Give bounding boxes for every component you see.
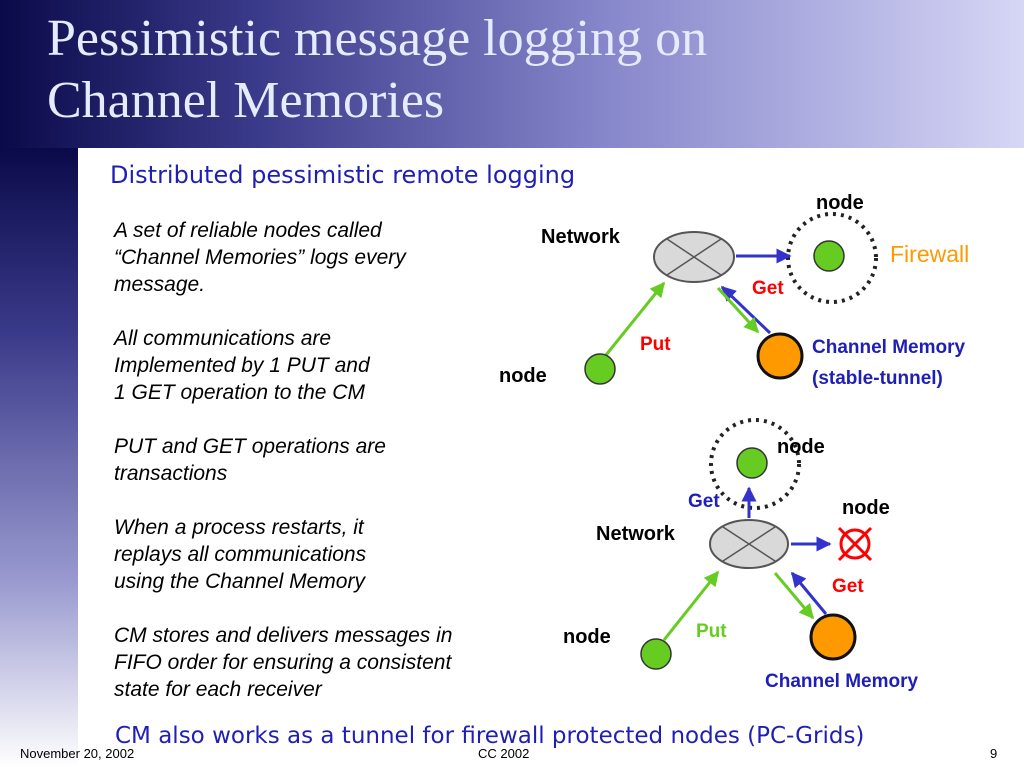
body-line: message. <box>114 273 206 296</box>
network-router-icon <box>653 231 735 283</box>
body-paragraph: CM stores and delivers messages in FIFO o… <box>114 622 554 703</box>
channel-memory-icon <box>756 332 804 380</box>
body-line: When a process restarts, it <box>114 516 364 539</box>
d1-node-top-label: node <box>816 192 864 214</box>
d1-network-label: Network <box>541 226 621 248</box>
node-top-icon <box>813 240 845 272</box>
d1-get-label: Get <box>752 278 784 299</box>
network-router-2-icon <box>709 519 789 569</box>
arrow-network-to-cm2 <box>773 572 815 620</box>
body-text: A set of reliable nodes called “Channel M… <box>114 217 554 730</box>
d2-node-failed-label: node <box>842 497 890 519</box>
d2-cm-label: Channel Memory <box>765 671 919 692</box>
body-line: Implemented by 1 PUT and <box>114 354 370 377</box>
arrow-cm-to-network <box>720 285 772 335</box>
footer-date: November 20, 2002 <box>20 746 135 761</box>
arrow-node-to-network <box>604 281 666 356</box>
d2-network-label: Network <box>596 523 676 545</box>
body-line: FIFO order for ensuring a consistent <box>114 651 452 674</box>
failed-node-icon <box>837 526 873 562</box>
title-line-2: Channel Memories <box>47 72 445 129</box>
d2-get-label: Get <box>832 576 864 597</box>
body-line: state for each receiver <box>114 678 322 701</box>
title-line-1: Pessimistic message logging on <box>47 10 708 67</box>
node-top-2-icon <box>736 447 768 479</box>
firewall-dotted-circle-2-icon <box>709 418 801 510</box>
title-banner: Pessimistic message logging on Channel M… <box>0 0 1024 148</box>
bottom-note: CM also works as a tunnel for firewall p… <box>115 723 865 749</box>
body-line: replays all communications <box>114 543 367 566</box>
body-line: CM stores and delivers messages in <box>114 624 453 647</box>
body-line: PUT and GET operations are <box>114 435 386 458</box>
node-left-2-icon <box>640 638 672 670</box>
arrow-network-to-cm <box>716 286 760 334</box>
body-paragraph: PUT and GET operations are transactions <box>114 433 554 487</box>
channel-memory-2-icon <box>809 613 857 661</box>
body-line: All communications are <box>114 327 332 350</box>
body-paragraph: A set of reliable nodes called “Channel M… <box>114 217 554 298</box>
d1-put-label: Put <box>640 334 671 355</box>
d1-node-left-label: node <box>499 365 547 387</box>
d1-cm-label-line1: Channel Memory <box>812 337 966 358</box>
node-left-icon <box>584 353 616 385</box>
arrow-cm2-to-network <box>790 571 828 615</box>
d2-get-top-label: Get <box>688 491 720 512</box>
left-gradient-bar <box>0 148 78 768</box>
footer-center: CC 2002 <box>478 746 530 761</box>
slide-subtitle: Distributed pessimistic remote logging <box>110 161 576 189</box>
body-paragraph: When a process restarts, it replays all c… <box>114 514 554 595</box>
body-line: A set of reliable nodes called <box>114 219 382 242</box>
body-line: “Channel Memories” logs every <box>114 246 406 269</box>
body-line: transactions <box>114 462 228 485</box>
d2-put-label: Put <box>696 621 727 642</box>
footer-page-number: 9 <box>990 746 998 761</box>
d2-node-left-label: node <box>563 626 611 648</box>
d1-cm-label-line2: (stable-tunnel) <box>812 368 943 389</box>
d1-firewall-label: Firewall <box>890 241 969 267</box>
body-line: using the Channel Memory <box>114 570 365 593</box>
arrow-node2-to-network <box>662 570 720 641</box>
slide-title: Pessimistic message logging on Channel M… <box>47 8 707 132</box>
body-line: 1 GET operation to the CM <box>114 381 365 404</box>
d2-node-top-label: node <box>777 436 825 458</box>
